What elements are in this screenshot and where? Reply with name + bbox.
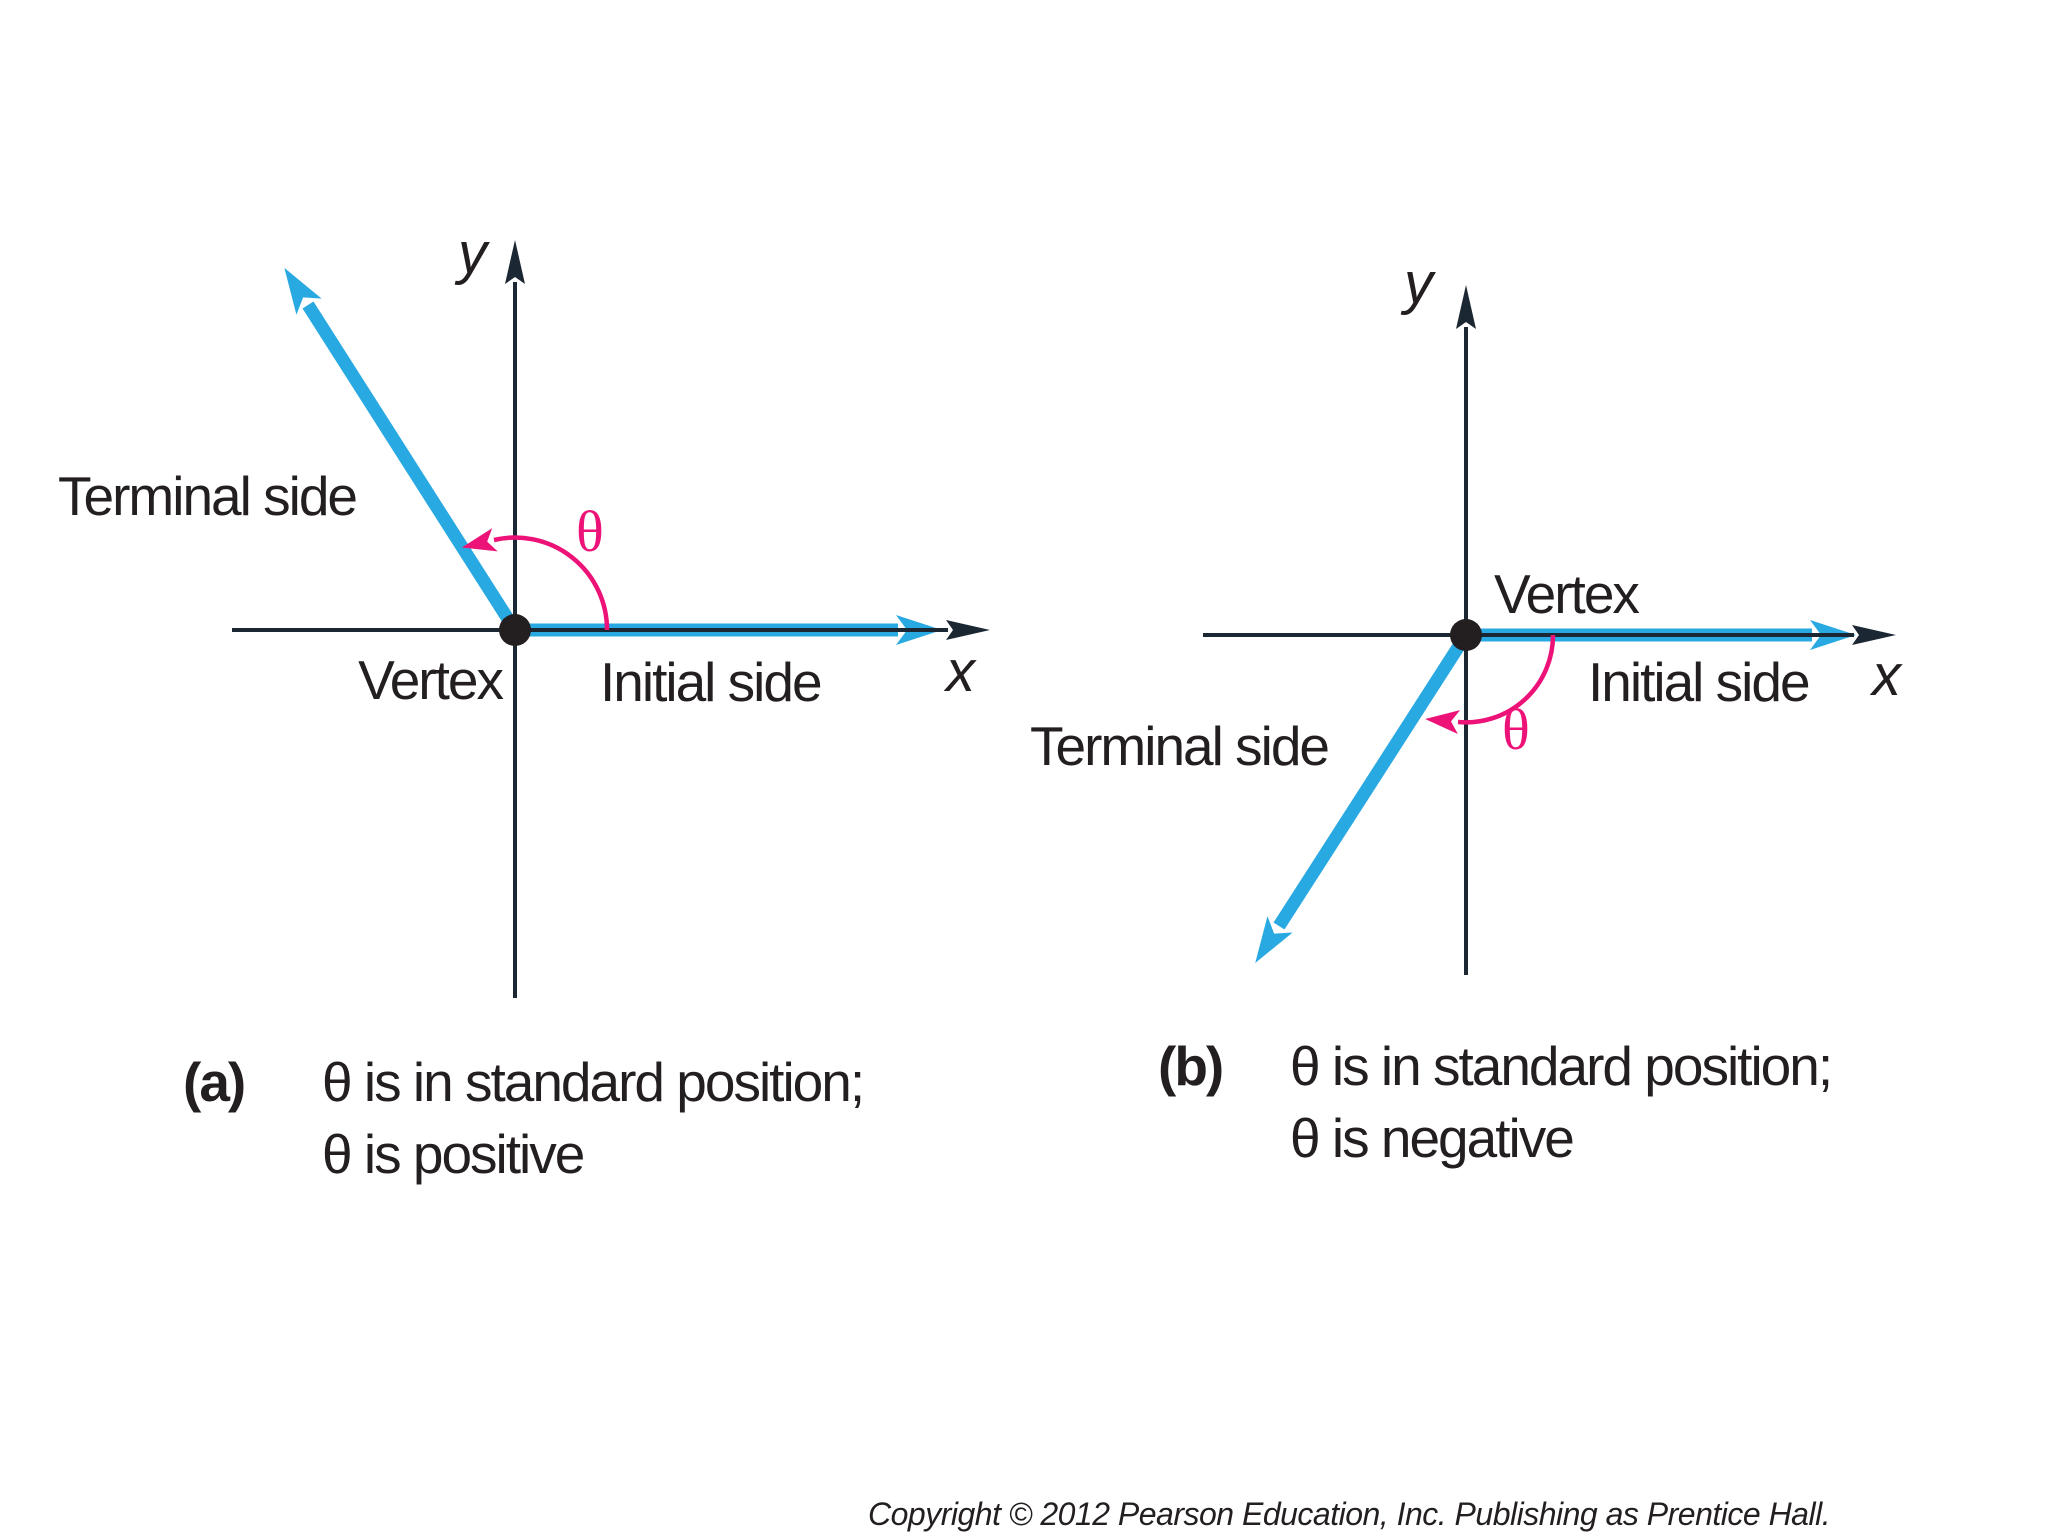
vertex-dot-a	[499, 614, 531, 646]
panel-a-geometry	[232, 240, 990, 998]
angle-arc-ccw-a	[461, 528, 610, 631]
caption-a-line2: θ is positive	[322, 1123, 585, 1185]
y-axis-label-b: y	[1404, 251, 1433, 316]
theta-label-b: θ	[1502, 697, 1530, 762]
caption-a-tag: (a)	[183, 1051, 246, 1113]
vertex-dot-b	[1450, 619, 1482, 651]
initial-side-label-a: Initial side	[600, 651, 823, 713]
terminal-side-label-a: Terminal side	[58, 465, 358, 527]
initial-side-label-b: Initial side	[1588, 651, 1811, 713]
terminal-side-ray-b	[1255, 631, 1472, 964]
x-axis-label-b: x	[1872, 643, 1901, 708]
copyright-line: Copyright © 2012 Pearson Education, Inc.…	[868, 1496, 1831, 1532]
theta-label-a: θ	[576, 499, 604, 564]
panel-b-geometry	[1203, 285, 1896, 975]
caption-a-line1: θ is in standard position;	[322, 1051, 865, 1113]
y-axis-label-a: y	[458, 221, 487, 286]
caption-b-line1: θ is in standard position;	[1290, 1035, 1833, 1097]
angle-arc-cw-b	[1425, 634, 1556, 735]
vertex-label-a: Vertex	[358, 649, 504, 711]
terminal-side-label-b: Terminal side	[1030, 715, 1330, 777]
terminal-side-ray-a	[284, 267, 521, 634]
x-axis-label-a: x	[946, 639, 975, 704]
caption-b-line2: θ is negative	[1290, 1107, 1575, 1169]
vertex-label-b: Vertex	[1494, 563, 1640, 625]
caption-b-tag: (b)	[1158, 1035, 1224, 1097]
